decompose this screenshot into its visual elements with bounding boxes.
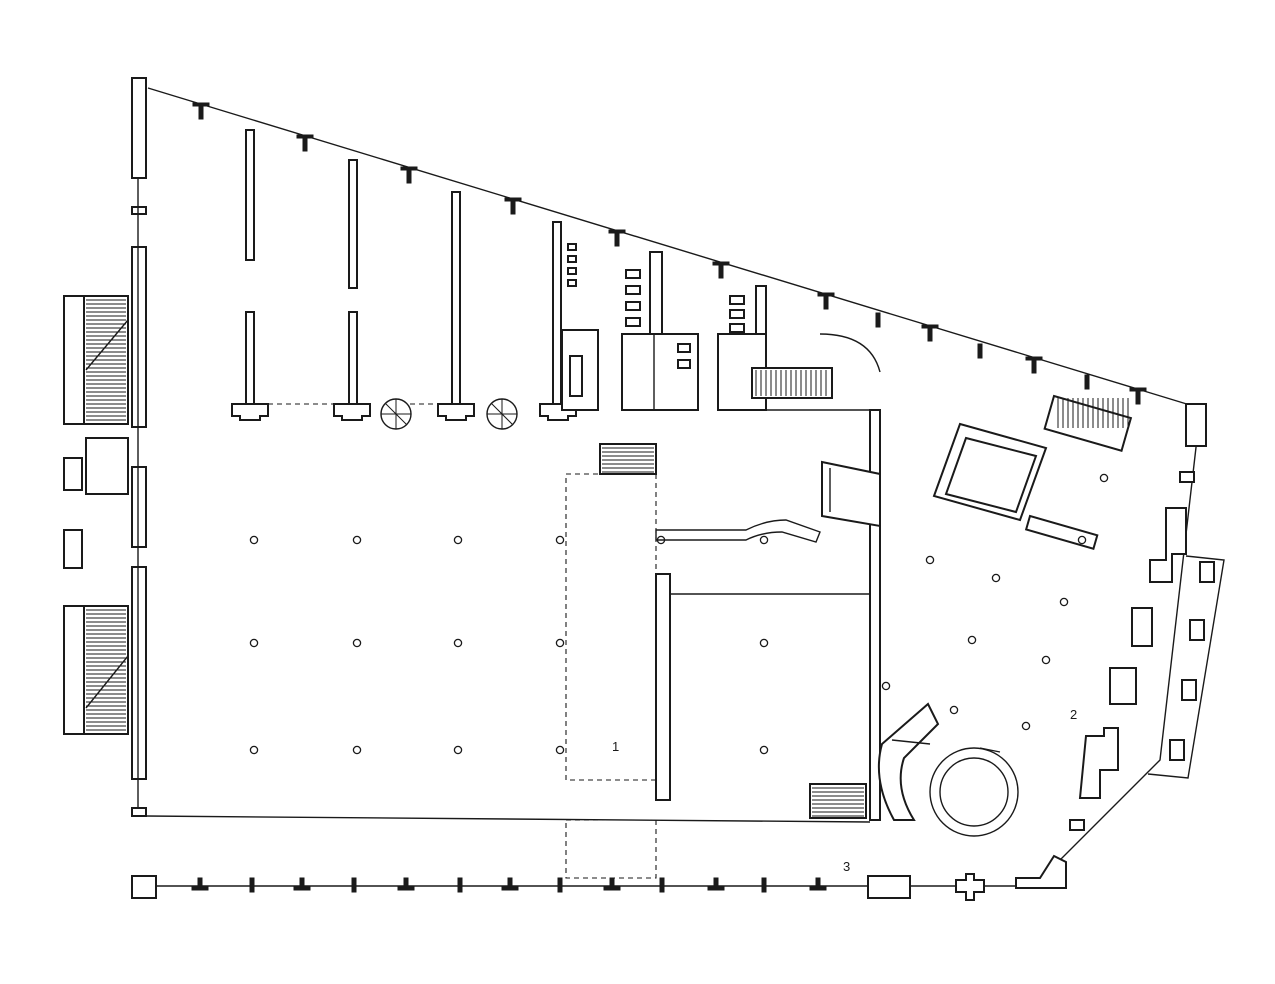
- south-edge: [131, 815, 871, 899]
- column: [352, 745, 362, 755]
- column: [1021, 721, 1031, 731]
- column: [967, 635, 977, 645]
- column: [1041, 655, 1051, 665]
- column: [555, 745, 565, 755]
- service-cores: [561, 243, 881, 411]
- column: [352, 638, 362, 648]
- column: [759, 535, 769, 545]
- west-wall: [63, 77, 147, 817]
- column: [352, 535, 362, 545]
- west-stair-upper: [63, 295, 129, 425]
- column: [555, 638, 565, 648]
- column: [1099, 473, 1109, 483]
- hall-columns: [249, 535, 769, 755]
- spiral-stair-2: [486, 398, 518, 430]
- spiral-stair-1: [380, 398, 412, 430]
- atrium: [932, 422, 1048, 522]
- column: [453, 638, 463, 648]
- column: [991, 573, 1001, 583]
- column: [555, 535, 565, 545]
- column: [249, 535, 259, 545]
- foyer-stair-north: [1043, 394, 1133, 452]
- foyer: [867, 394, 1225, 901]
- column: [949, 705, 959, 715]
- facade-mullions: [192, 102, 1147, 405]
- hall-gallery: [565, 443, 870, 879]
- area-label-3: 3: [843, 859, 850, 874]
- core-stair: [751, 367, 833, 399]
- curved-stair: [877, 702, 940, 821]
- column: [1077, 535, 1087, 545]
- area-label-1: 1: [612, 739, 619, 754]
- column: [453, 745, 463, 755]
- west-stair-lower: [63, 605, 129, 735]
- column: [759, 638, 769, 648]
- column: [453, 535, 463, 545]
- column: [1059, 597, 1069, 607]
- north-facade: [147, 87, 1191, 406]
- foyer-wall: [821, 409, 881, 821]
- column: [925, 555, 935, 565]
- circular-room: [929, 747, 1019, 837]
- column: [249, 745, 259, 755]
- column: [759, 745, 769, 755]
- foyer-columns: [881, 473, 1109, 731]
- area-labels: 1 2 3: [612, 707, 1077, 874]
- cross-walls: [231, 129, 577, 430]
- column: [881, 681, 891, 691]
- column: [249, 638, 259, 648]
- area-label-2: 2: [1070, 707, 1077, 722]
